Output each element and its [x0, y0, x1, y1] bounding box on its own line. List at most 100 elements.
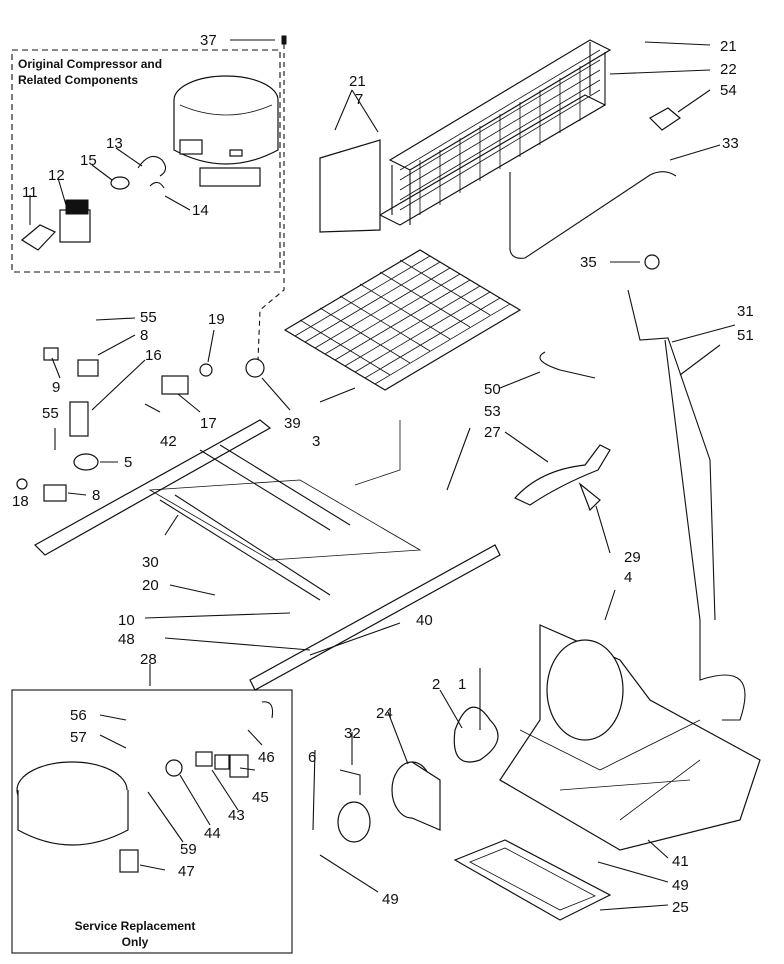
label-21b: 21 [349, 73, 366, 90]
label-11: 11 [22, 184, 38, 201]
original-box-title-2: Related Components [18, 73, 138, 87]
drain-pan [453, 839, 612, 921]
label-28: 28 [140, 651, 157, 668]
part-8a [77, 359, 99, 377]
label-7: 7 [355, 91, 363, 108]
condenser-coil [319, 39, 612, 233]
leader-lines [29, 39, 736, 911]
label-44: 44 [204, 825, 221, 842]
part-5 [73, 453, 99, 471]
label-21a: 21 [720, 38, 737, 55]
label-39: 39 [284, 415, 301, 432]
label-4: 4 [624, 569, 632, 586]
cover-wire-part [137, 155, 167, 177]
label-55b: 55 [42, 405, 59, 422]
label-29: 29 [624, 549, 641, 566]
part-54 [649, 107, 682, 131]
original-box-title-1: Original Compressor and [18, 57, 162, 71]
label-3: 3 [312, 433, 320, 450]
retainer-part [149, 181, 165, 189]
label-33: 33 [722, 135, 739, 152]
label-2: 2 [432, 676, 440, 693]
tube-bend [699, 620, 746, 721]
fan-motor [391, 761, 441, 831]
label-17: 17 [200, 415, 217, 432]
service-box-title-2: Only [122, 935, 149, 949]
relay-part [59, 199, 91, 243]
tube-31 [627, 289, 716, 621]
part-19 [199, 363, 213, 377]
label-24: 24 [376, 705, 393, 722]
part-17 [161, 375, 189, 395]
leader-37-dashed [257, 44, 285, 361]
label-45: 45 [252, 789, 269, 806]
label-5: 5 [124, 454, 132, 471]
label-49a: 49 [672, 877, 689, 894]
motor-mount [337, 801, 371, 843]
label-31: 31 [737, 303, 754, 320]
label-59: 59 [180, 841, 197, 858]
label-18: 18 [12, 493, 29, 510]
label-41: 41 [672, 853, 689, 870]
label-22: 22 [720, 61, 737, 78]
screw-37 [281, 35, 287, 45]
part-16 [69, 401, 89, 437]
part-labels: 37 21 22 54 33 21 7 13 15 12 11 14 35 31… [12, 32, 754, 916]
fan-blade [453, 706, 499, 763]
part-9 [43, 347, 59, 361]
original-components-box [11, 49, 281, 273]
label-6: 6 [308, 749, 316, 766]
label-9: 9 [52, 379, 60, 396]
label-40: 40 [416, 612, 433, 629]
service-small-parts [165, 701, 274, 778]
label-47: 47 [178, 863, 195, 880]
label-49b: 49 [382, 891, 399, 908]
part-50 [539, 351, 596, 379]
drain-pan-inner [469, 847, 596, 911]
label-19: 19 [208, 311, 225, 328]
label-14: 14 [192, 202, 209, 219]
label-46: 46 [258, 749, 275, 766]
grommet-35 [644, 254, 660, 270]
label-25: 25 [672, 899, 689, 916]
drier-27 [514, 444, 611, 512]
service-box-title-1: Service Replacement [75, 919, 196, 933]
label-56: 56 [70, 707, 87, 724]
part-18 [16, 478, 28, 490]
label-51: 51 [737, 327, 754, 344]
tube-33 [509, 171, 677, 259]
label-48: 48 [118, 631, 135, 648]
part-8b [43, 484, 67, 502]
label-50: 50 [484, 381, 501, 398]
label-12: 12 [48, 167, 65, 184]
frame-rails [34, 419, 501, 691]
label-30: 30 [142, 554, 159, 571]
label-1: 1 [458, 676, 466, 693]
label-55a: 55 [140, 309, 157, 326]
coil-rack [283, 249, 522, 391]
grommet-39 [245, 358, 265, 378]
label-13: 13 [106, 135, 123, 152]
label-32: 32 [344, 725, 361, 742]
bracket-32 [339, 769, 361, 795]
label-20: 20 [142, 577, 159, 594]
tube-51 [664, 339, 701, 621]
label-27: 27 [484, 424, 501, 441]
label-54: 54 [720, 82, 737, 99]
original-compressor [173, 75, 279, 187]
fan-bracket-base [499, 624, 761, 851]
service-compressor [16, 761, 139, 873]
label-8a: 8 [140, 327, 148, 344]
label-35: 35 [580, 254, 597, 271]
label-57: 57 [70, 729, 87, 746]
service-replacement-box [11, 689, 293, 954]
clip-part [20, 224, 57, 251]
label-10: 10 [118, 612, 135, 629]
label-15: 15 [80, 152, 97, 169]
label-43: 43 [228, 807, 245, 824]
overload-part [110, 176, 130, 190]
label-53: 53 [484, 403, 501, 420]
label-8b: 8 [92, 487, 100, 504]
label-42: 42 [160, 433, 177, 450]
